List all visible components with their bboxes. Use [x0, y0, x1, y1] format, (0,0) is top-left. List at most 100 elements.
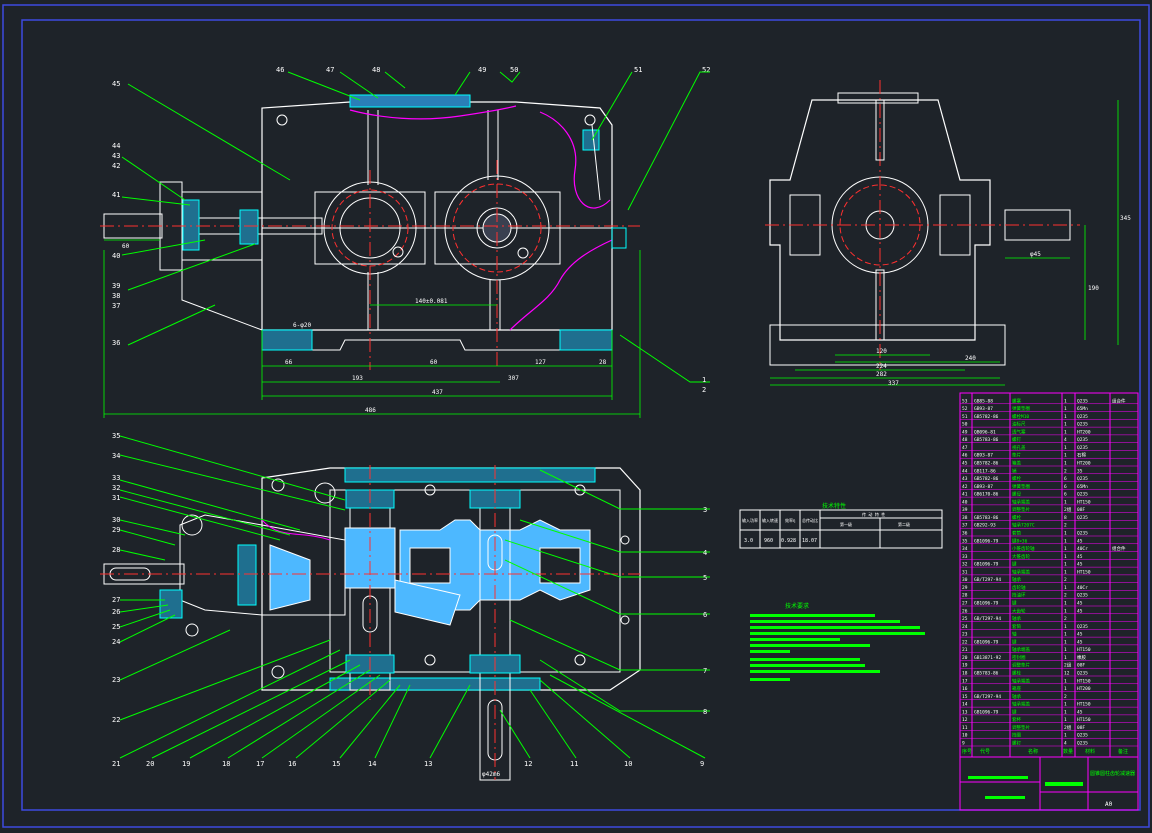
side-dim-texts: 120 240 224 282 337 190 345 φ45 [876, 215, 1131, 387]
label-15: 15 [332, 760, 340, 768]
bom-cell: HT200 [1077, 461, 1091, 467]
bom-cell: 螺母 [1012, 491, 1021, 498]
bom-cell: GB5782-86 [974, 414, 999, 420]
top-bolt-2 [314, 482, 336, 504]
bom-cell: 1 [1064, 733, 1067, 739]
bom-cell: HT150 [1077, 647, 1091, 653]
label-52: 52 [702, 66, 710, 74]
front-view [100, 94, 640, 370]
front-input-bearing-1 [182, 199, 200, 251]
bom-cell: 4 [1064, 741, 1067, 747]
front-bolt-hole-3 [517, 247, 529, 259]
bom-cell: 18 [962, 671, 968, 677]
label-20: 20 [146, 760, 154, 768]
tech-line-9 [750, 664, 865, 667]
tech-line-5 [750, 638, 840, 641]
bom-cell: 大锥齿轮 [1012, 553, 1030, 560]
bom-cell: 42 [962, 484, 968, 490]
bom-cell: 12 [1064, 671, 1070, 677]
side-dimensions [700, 71, 1119, 386]
top-bevel-housing [179, 514, 346, 616]
tech-line-3 [750, 626, 920, 629]
bom-cell: 密封圈 [1012, 654, 1026, 661]
label-46: 46 [276, 66, 284, 74]
spec-table-frame [739, 509, 943, 549]
bom-cell: 45 [1077, 639, 1083, 645]
label-3: 3 [703, 506, 707, 514]
top-bolt-8 [424, 654, 436, 666]
bom-h-mat: 材料 [1085, 748, 1095, 755]
bom-cell: 45 [1077, 554, 1083, 560]
bom-cell: 30 [962, 577, 968, 583]
bom-cell: 8 [1064, 515, 1067, 521]
bom-cell: 08F [1077, 725, 1085, 731]
side-dipstick [875, 99, 885, 161]
bom-cell: 1 [1064, 624, 1067, 630]
spec-sub2: 第二级 [898, 521, 910, 527]
label-39: 39 [112, 282, 120, 290]
bom-cell: 挡油环 [1012, 592, 1026, 599]
bom-cell: 挡圈 [1012, 732, 1021, 739]
bom-cell: GB93-87 [974, 406, 993, 412]
bom-cell: 箱座 [1012, 685, 1021, 692]
bom-cell: 套杯 [1012, 716, 1021, 723]
side-top-cover [837, 92, 919, 104]
bom-cell: Q235 [1077, 476, 1088, 482]
label-49: 49 [478, 66, 486, 74]
front-oil-plug [611, 227, 627, 249]
tech-line-11 [750, 678, 790, 681]
bom-cell: 12 [962, 717, 968, 723]
label-14: 14 [368, 760, 376, 768]
top-bevel-gear [394, 579, 461, 626]
title-stamp-3 [985, 796, 1025, 799]
side-drain [875, 269, 885, 341]
bom-cell: 2 [1064, 523, 1067, 529]
bom-cell: 轴承端盖 [1012, 568, 1030, 575]
bom-cell: GB5783-86 [974, 671, 999, 677]
bom-header: 序号 代号 名称 数量 材料 备注 [962, 748, 1128, 755]
bom-cell: 33 [962, 554, 968, 560]
tech-line-7 [750, 650, 790, 653]
spec-v2: 960 [764, 538, 773, 544]
bom-cell: 套筒 [1012, 623, 1021, 630]
bom-cell: 36 [962, 531, 968, 537]
label-32: 32 [112, 484, 120, 492]
label-31: 31 [112, 494, 120, 502]
bom-cell: 1 [1064, 546, 1067, 552]
dim-6-20: 6-φ20 [293, 322, 311, 329]
label-12: 12 [524, 760, 532, 768]
bom-cell: 40Cr [1077, 546, 1088, 552]
bom-h-code: 代号 [980, 748, 990, 755]
bom-cell: 1 [1064, 717, 1067, 723]
bom-cell: 6 [1064, 476, 1067, 482]
top-bolt-5 [574, 484, 586, 496]
bom-cell: 1 [1064, 406, 1067, 412]
bom-cell: GB93-87 [974, 484, 993, 490]
dim-shaft-42: φ42m6 [482, 771, 500, 778]
bom-cell: 1 [1064, 709, 1067, 715]
bom-cell: 10 [962, 733, 968, 739]
top-input-bearing [237, 544, 257, 606]
inner-frame [21, 19, 1141, 811]
bom-cell: 51 [962, 414, 968, 420]
label-21: 21 [112, 760, 120, 768]
label-44: 44 [112, 142, 120, 150]
dim-240: 240 [965, 355, 976, 362]
front-break-line [539, 111, 611, 209]
bom-cell: Q235 [1077, 531, 1088, 537]
front-input-bearing-2 [239, 209, 259, 245]
bom-cell: GB5783-86 [974, 515, 999, 521]
bom-cell: 2组 [1064, 506, 1072, 513]
tech-line-4 [750, 632, 925, 635]
label-7: 7 [703, 667, 707, 675]
dim-282: 282 [876, 371, 887, 378]
label-23: 23 [112, 676, 120, 684]
bom-cell: 1 [1064, 702, 1067, 708]
bom-cell: 1 [1064, 445, 1067, 451]
label-45: 45 [112, 80, 120, 88]
bom-cell: 箱盖 [1012, 460, 1021, 467]
label-30: 30 [112, 516, 120, 524]
label-27: 27 [112, 596, 120, 604]
top-wall-hatch-bottom [329, 677, 541, 691]
